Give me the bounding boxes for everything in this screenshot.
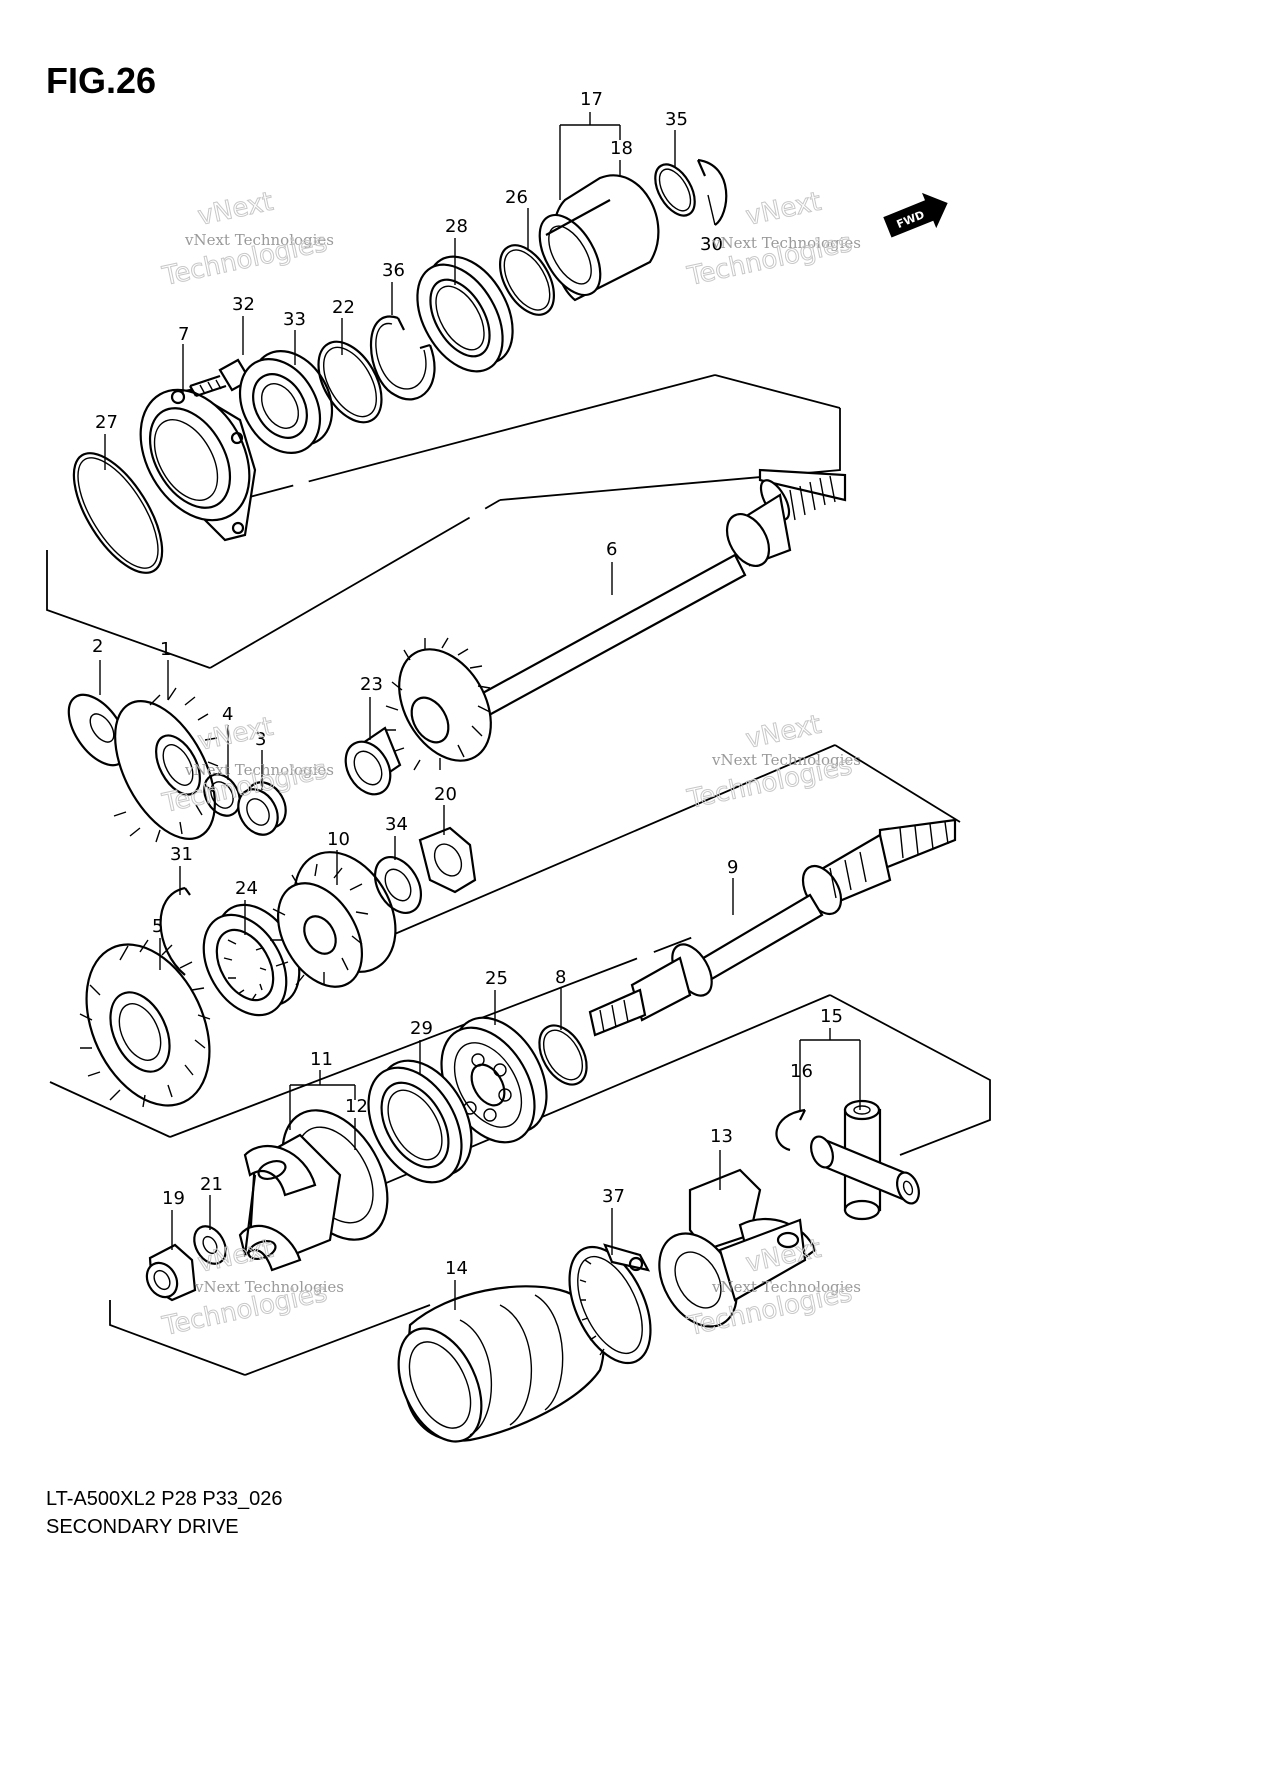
callout-6: 6	[606, 539, 617, 560]
seal-28	[416, 255, 514, 373]
callout-17: 17	[580, 89, 603, 110]
callout-13: 13	[710, 1126, 733, 1147]
needle-bearing-24	[202, 903, 301, 1017]
washer-21	[193, 1225, 227, 1265]
circlip-30	[696, 158, 728, 226]
callout-20: 20	[434, 784, 457, 805]
callout-29: 29	[410, 1018, 433, 1039]
callout-24: 24	[235, 878, 258, 899]
leader-lines	[99, 112, 861, 1310]
seal-29	[367, 1059, 473, 1184]
callout-15: 15	[820, 1006, 843, 1027]
callout-37: 37	[602, 1186, 625, 1207]
shaft-6	[384, 468, 847, 771]
callout-25: 25	[485, 968, 508, 989]
shaft-9	[588, 818, 957, 1037]
callout-26: 26	[505, 187, 528, 208]
callout-10: 10	[327, 829, 350, 850]
svg-text:vNext: vNext	[195, 1234, 276, 1279]
sleeve-18	[538, 174, 660, 302]
callout-33: 33	[283, 309, 306, 330]
svg-text:vNext: vNext	[743, 710, 824, 755]
callout-5: 5	[152, 916, 163, 937]
callout-19: 19	[162, 1188, 185, 1209]
callout-28: 28	[445, 216, 468, 237]
bevel-gear-1	[113, 687, 219, 843]
callout-35: 35	[665, 109, 688, 130]
group-box-upper	[46, 374, 841, 669]
yoke-13	[658, 1168, 817, 1328]
callout-2: 2	[92, 636, 103, 657]
callout-21: 21	[200, 1174, 223, 1195]
callout-labels: 1 2 3 4 5 6 7 8 9 10 11 12 13 14 15 16 1…	[92, 89, 843, 1279]
callout-8: 8	[555, 967, 566, 988]
o-ring-8	[538, 1024, 588, 1086]
yoke-assembly-11	[238, 1109, 389, 1272]
callout-30: 30	[700, 234, 723, 255]
svg-text:vNext: vNext	[195, 712, 276, 757]
svg-text:vNext: vNext	[743, 187, 824, 232]
ring-35	[654, 163, 696, 217]
nut-20	[418, 826, 477, 894]
callout-34: 34	[385, 814, 408, 835]
nut-3	[237, 781, 287, 836]
svg-text:vNext Technologies: vNext Technologies	[194, 1278, 344, 1296]
bevel-gear-5	[79, 939, 211, 1108]
svg-text:vNext Technologies: vNext Technologies	[184, 761, 334, 779]
figure-title: FIG.26	[46, 60, 157, 101]
washer-4	[203, 773, 241, 817]
callout-11: 11	[310, 1049, 333, 1070]
callout-12: 12	[345, 1096, 368, 1117]
washer-34	[373, 856, 423, 914]
gear-10	[270, 851, 397, 988]
callout-7: 7	[178, 324, 189, 345]
callout-18: 18	[610, 138, 633, 159]
callout-27: 27	[95, 412, 118, 433]
callout-4: 4	[222, 704, 233, 725]
model-code: LT-A500XL2 P28 P33_026	[46, 1488, 283, 1510]
callout-1: 1	[160, 639, 171, 660]
svg-text:vNext Technologies: vNext Technologies	[184, 231, 334, 249]
callout-32: 32	[232, 294, 255, 315]
callout-23: 23	[360, 674, 383, 695]
circlip-36	[369, 315, 436, 401]
group-box-middle	[49, 744, 961, 1138]
svg-text:vNext Technologies: vNext Technologies	[711, 234, 861, 252]
bushing-23	[344, 726, 402, 796]
svg-text:vNext Technologies: vNext Technologies	[711, 1278, 861, 1296]
watermark-mid-right: vNext vNext Technologies Technologies	[684, 709, 861, 815]
fwd-arrow-icon: FWD	[883, 192, 948, 238]
callout-36: 36	[382, 260, 405, 281]
watermark-top-left: vNext vNext Technologies Technologies	[159, 186, 334, 292]
section-name: SECONDARY DRIVE	[46, 1516, 239, 1538]
bearing-33	[238, 350, 334, 454]
o-ring-26	[498, 244, 556, 316]
circlip-16	[775, 1108, 806, 1152]
svg-text:vNext Technologies: vNext Technologies	[711, 751, 861, 769]
callout-16: 16	[790, 1061, 813, 1082]
callout-14: 14	[445, 1258, 468, 1279]
callout-9: 9	[727, 857, 738, 878]
nut-19	[145, 1243, 197, 1302]
callout-3: 3	[255, 729, 266, 750]
callout-31: 31	[170, 844, 193, 865]
svg-text:vNext: vNext	[195, 187, 276, 232]
u-joint-15	[810, 1099, 920, 1221]
circlip-31	[159, 886, 191, 976]
boot-14	[397, 1285, 605, 1443]
clamp-37	[568, 1243, 652, 1365]
o-ring-27	[72, 452, 164, 574]
ring-22	[317, 340, 383, 424]
bearing-housing-7	[139, 388, 257, 542]
callout-22: 22	[332, 297, 355, 318]
